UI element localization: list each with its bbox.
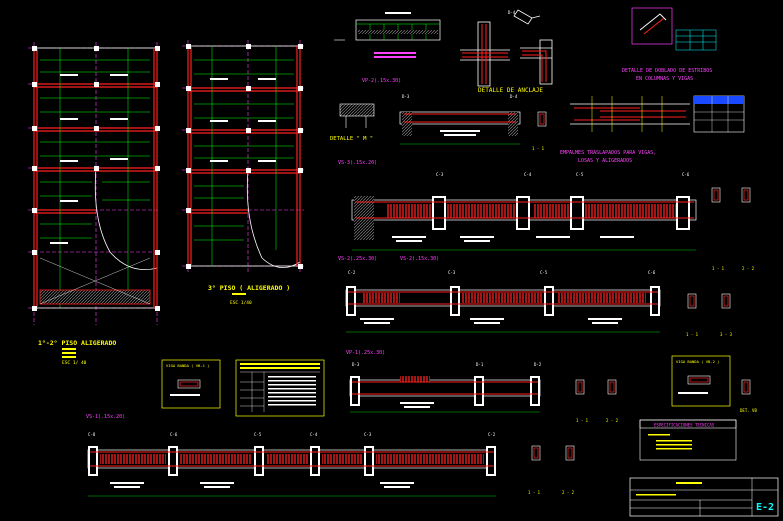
svg-text:D-3: D-3 — [402, 94, 410, 99]
svg-text:C-5: C-5 — [576, 172, 584, 177]
svg-text:C-5: C-5 — [540, 270, 548, 275]
plan-1-scale: ESC 1/ 40 — [62, 360, 87, 366]
svg-text:2 - 2: 2 - 2 — [606, 418, 619, 423]
svg-text:C-4: C-4 — [310, 432, 318, 437]
svg-text:2 - 2: 2 - 2 — [742, 266, 755, 271]
sheet-number: E-2 — [756, 502, 774, 513]
svg-text:C-4: C-4 — [524, 172, 532, 177]
svg-text:2 - 2: 2 - 2 — [562, 490, 575, 495]
stirrup-table — [235, 359, 325, 417]
vb1-title: VIGA BANDA ( VB-1 ) — [166, 363, 209, 368]
svg-text:D-2: D-2 — [534, 362, 542, 367]
svg-text:D-3: D-3 — [352, 362, 360, 367]
beam-vs2b-title: VS-2(.15x.30) — [400, 256, 439, 262]
stirrups-detail-title-2: EN COLUMNAS Y VIGAS — [636, 76, 693, 82]
detail-hook — [513, 9, 541, 25]
svg-text:C-3: C-3 — [364, 432, 372, 437]
svg-text:C-2: C-2 — [488, 432, 496, 437]
svg-text:C-2: C-2 — [348, 270, 356, 275]
detail-splices: EMPALMES TRASLAPADOS PARA VIGAS, LOSAS Y… — [560, 95, 745, 164]
svg-text:1 - 1: 1 - 1 — [576, 418, 589, 423]
svg-text:1 - 1: 1 - 1 — [532, 146, 545, 151]
beam-vp2-title: VP-2(.15x.30) — [362, 78, 401, 84]
svg-text:1 - 1: 1 - 1 — [528, 490, 541, 495]
svg-text:C-5: C-5 — [254, 432, 262, 437]
specs-title: ESPECIFICACIONES TECNICAS — [654, 423, 715, 428]
beam-vs2-title: VS-2(.25x.30) — [338, 256, 377, 262]
splices-title-1: EMPALMES TRASLAPADOS PARA VIGAS, — [560, 150, 656, 156]
svg-text:C-6: C-6 — [170, 432, 178, 437]
det-vb-label: DET. VB — [740, 408, 757, 413]
beam-vp1-elevation: VP-1(.25x.30) D-3 D-1 D-2 1 - 1 2 - 2 — [346, 350, 619, 423]
plan-1-title: 1°-2° PISO ALIGERADO — [38, 339, 116, 347]
detail-m: DETALLE " M " — [330, 103, 375, 142]
svg-text:C-8: C-8 — [88, 432, 96, 437]
floor-plan-2: 3° PISO ( ALIGERADO ) ESC 1/40 — [182, 40, 304, 306]
beam-vp2-elevation: VP-2(.15x.30) D-3 D-4 1 - 1 — [362, 78, 547, 151]
detail-slab-section — [334, 12, 441, 58]
beam-vs2-elevation: VS-2(.25x.30) VS-2(.15x.30) C-2 C-3 C-5 … — [338, 256, 733, 337]
svg-text:1 - 1: 1 - 1 — [712, 266, 725, 271]
beam-vs3-elevation: VS-3(.15x.20) C-3 C-4 C-5 C-6 — [338, 160, 755, 271]
svg-text:1 - 1: 1 - 1 — [686, 332, 699, 337]
svg-text:C-3: C-3 — [436, 172, 444, 177]
viga-banda-2: VIGA BANDA ( VB-2 ) DET. VB — [671, 355, 757, 413]
anchor-detail-title: DETALLE DE ANCLAJE — [478, 87, 543, 94]
detail-stirrups: DETALLE DE DOBLADO DE ESTRIBOS EN COLUMN… — [622, 7, 717, 82]
beam-vp1-title: VP-1(.25x.30) — [346, 350, 385, 356]
beam-vs1-title: VS-1(.15x.20) — [86, 414, 125, 420]
splices-title-2: LOSAS Y ALIGERADOS — [578, 158, 632, 164]
viga-banda-1: VIGA BANDA ( VB-1 ) — [161, 359, 221, 409]
vb2-title: VIGA BANDA ( VB-2 ) — [676, 359, 719, 364]
beam-vs1-elevation: VS-1(.15x.20) C-8 C-6 C-5 C-4 C-3 C-2 — [86, 414, 575, 497]
title-block: E-2 — [629, 477, 779, 517]
svg-text:3 - 3: 3 - 3 — [720, 332, 733, 337]
stirrups-detail-title-1: DETALLE DE DOBLADO DE ESTRIBOS — [622, 68, 712, 74]
svg-text:D-4: D-4 — [508, 10, 516, 15]
svg-text:C-3: C-3 — [448, 270, 456, 275]
svg-text:D-4: D-4 — [510, 94, 518, 99]
beam-vs3-title: VS-3(.15x.20) — [338, 160, 377, 166]
svg-text:C-6: C-6 — [648, 270, 656, 275]
detail-m-title: DETALLE " M " — [330, 136, 373, 142]
technical-specs: ESPECIFICACIONES TECNICAS — [639, 419, 737, 461]
plan-2-title: 3° PISO ( ALIGERADO ) — [208, 284, 290, 292]
svg-text:C-6: C-6 — [682, 172, 690, 177]
plan-2-scale: ESC 1/40 — [230, 300, 252, 306]
floor-plan-1: 1°-2° PISO ALIGERADO ESC 1/ 40 — [28, 42, 160, 366]
svg-text:D-1: D-1 — [476, 362, 484, 367]
detail-anchorage: D-4 DETALLE DE ANCLAJE — [460, 10, 553, 94]
